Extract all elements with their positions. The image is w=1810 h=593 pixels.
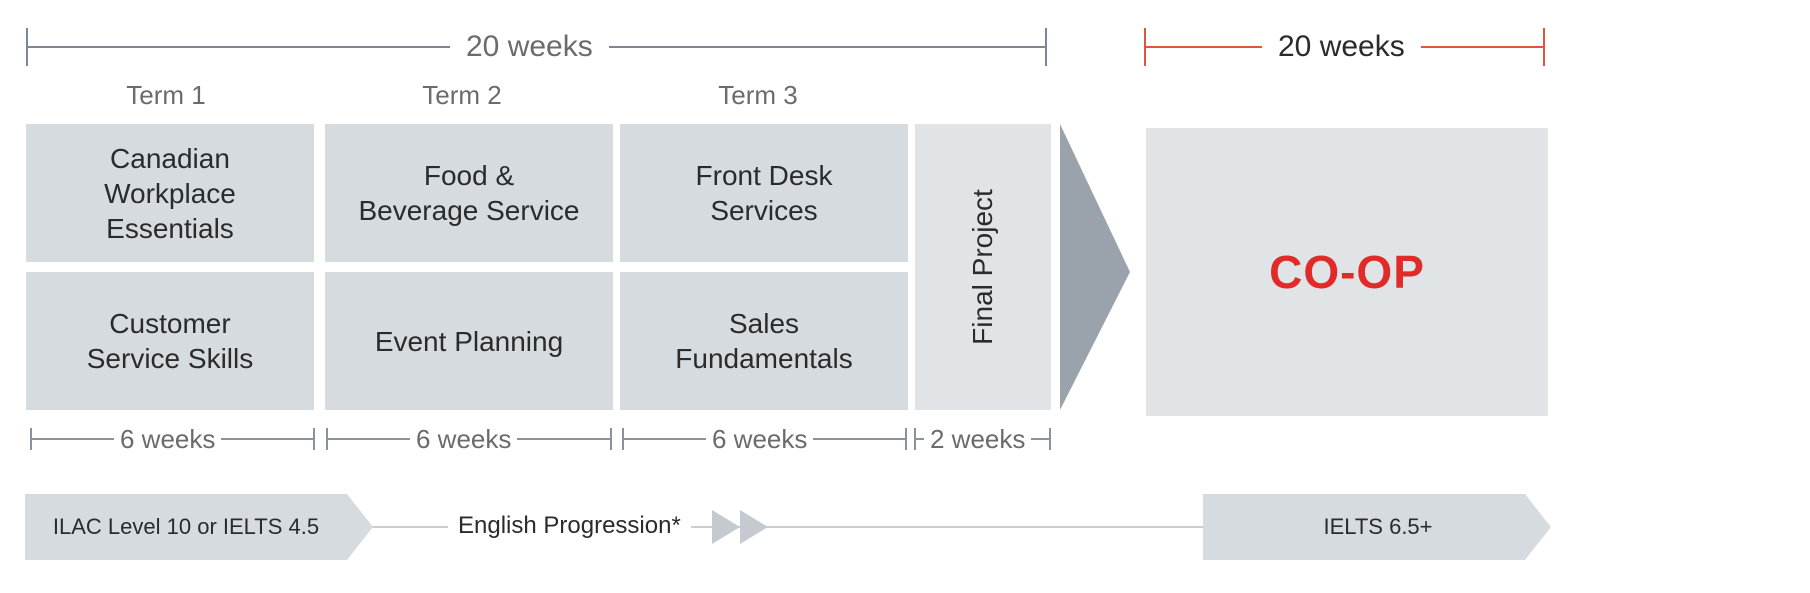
final-project-box: Final Project bbox=[915, 124, 1051, 410]
double-chevron-right-icon bbox=[712, 510, 768, 544]
english-progression-line bbox=[360, 526, 1210, 528]
final-project-label: Final Project bbox=[967, 189, 998, 345]
week-marker-cap bbox=[1049, 428, 1051, 450]
term-1-label: Term 1 bbox=[126, 80, 206, 110]
coop-box: CO-OP bbox=[1146, 128, 1548, 416]
course-food-beverage-service: Food & Beverage Service bbox=[325, 124, 613, 262]
english-progression-label: English Progression* bbox=[448, 512, 691, 540]
course-label: Food & Beverage Service bbox=[358, 160, 580, 226]
course-sales-fundamentals: Sales Fundamentals bbox=[620, 272, 908, 410]
coop-label: CO-OP bbox=[1269, 246, 1425, 298]
term-2-label: Term 2 bbox=[422, 80, 502, 110]
course-label: Sales Fundamentals bbox=[675, 308, 853, 374]
term-3-duration: 6 weeks bbox=[706, 424, 814, 454]
course-label: Canadian Workplace Essentials bbox=[104, 142, 236, 244]
course-customer-service-skills: Customer Service Skills bbox=[26, 272, 314, 410]
term-1-duration: 6 weeks bbox=[114, 424, 222, 454]
course-canadian-workplace-essentials: Canadian Workplace Essentials bbox=[26, 124, 314, 262]
course-front-desk-services: Front Desk Services bbox=[620, 124, 908, 262]
course-label: Event Planning bbox=[374, 325, 564, 357]
program-duration-label: 20 weeks bbox=[450, 30, 609, 64]
end-requirement-label: IELTS 6.5+ bbox=[1323, 514, 1433, 539]
week-marker-cap bbox=[610, 428, 612, 450]
final-project-duration: 2 weeks bbox=[924, 424, 1032, 454]
coop-span-right-cap bbox=[1543, 28, 1545, 66]
end-requirement-pill bbox=[1203, 494, 1551, 560]
start-requirement-pill bbox=[25, 494, 373, 560]
coop-duration-label: 20 weeks bbox=[1262, 30, 1421, 64]
program-span-right-cap bbox=[1045, 28, 1047, 66]
week-marker-cap bbox=[905, 428, 907, 450]
course-label: Front Desk Services bbox=[695, 160, 833, 226]
term-2-duration: 6 weeks bbox=[410, 424, 518, 454]
course-label: Customer Service Skills bbox=[86, 308, 254, 374]
week-marker-cap bbox=[313, 428, 315, 450]
start-requirement-label: ILAC Level 10 or IELTS 4.5 bbox=[52, 514, 320, 539]
arrow-right-icon bbox=[1060, 124, 1130, 410]
term-3-label: Term 3 bbox=[718, 80, 798, 110]
course-event-planning: Event Planning bbox=[325, 272, 613, 410]
